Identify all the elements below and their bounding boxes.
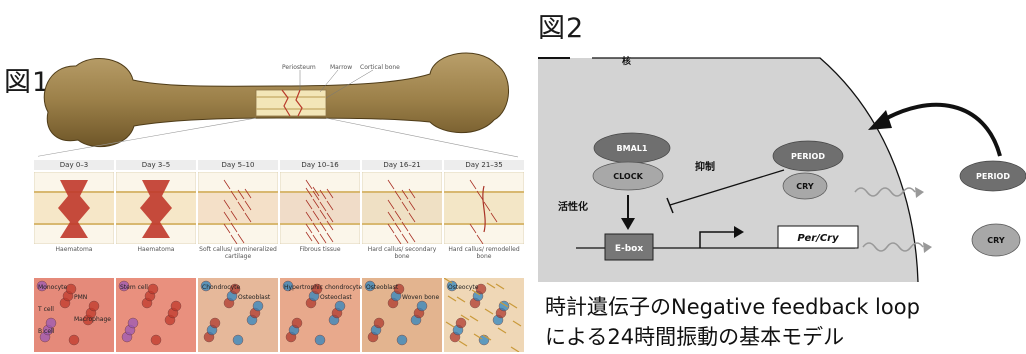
period-label-nucleus: PERIOD: [791, 152, 825, 161]
cell-type-label: Chondrocyte: [202, 284, 240, 291]
cell-type-label: Macrophage: [74, 316, 111, 323]
bmal1-label: BMAL1: [617, 144, 648, 153]
cell-type-label: T cell: [38, 306, 54, 313]
repress-label: 抑制: [695, 160, 715, 173]
cell-type-label: PMN: [74, 294, 87, 301]
caption-line-1: 時計遺伝子のNegative feedback loop: [545, 292, 920, 322]
cell-type-label: Stem cell: [120, 284, 148, 291]
period-label-cytoplasm: PERIOD: [976, 172, 1010, 181]
cell-type-label: Osteoclast: [320, 294, 352, 301]
stage-bone-section: [34, 172, 114, 244]
cell-type-label: Osteocyte: [448, 284, 478, 291]
figure-2-caption: 時計遺伝子のNegative feedback loop による24時間振動の基…: [545, 292, 920, 352]
cell-type-label: Osteoblast: [238, 294, 270, 301]
periosteum-label: Periosteum: [282, 64, 316, 71]
cell-type-label: Woven bone: [402, 294, 439, 301]
stage-name-label: Fibrous tissue: [280, 246, 360, 253]
femur-bone-illustration: [38, 40, 518, 160]
stage-name-label: Haematoma: [116, 246, 196, 253]
stage-day-label: Day 16–21: [362, 160, 442, 170]
stage-bone-section: [116, 172, 196, 244]
gene-label: Per/Cry: [797, 233, 839, 244]
stage-day-label: Day 21–35: [444, 160, 524, 170]
clock-label: CLOCK: [613, 172, 643, 181]
caption-line-2: による24時間振動の基本モデル: [545, 322, 920, 352]
stage-day-label: Day 0–3: [34, 160, 114, 170]
ebox-label: E-box: [615, 244, 644, 254]
cortical-bone-label: Cortical bone: [360, 64, 400, 71]
nucleus-label: 核: [622, 55, 631, 67]
stage-bone-section: [362, 172, 442, 244]
stage-name-label: Soft callus/ unmineralized cartilage: [198, 246, 278, 260]
activate-label: 活性化: [558, 200, 588, 213]
stage-day-label: Day 10–16: [280, 160, 360, 170]
stage-name-label: Hard callus/ secondary bone: [362, 246, 442, 260]
stage-bone-section: [198, 172, 278, 244]
cell-type-label: Hypertrophic chondrocyte: [284, 284, 362, 291]
stage-bone-section: [280, 172, 360, 244]
marrow-label: Marrow: [330, 64, 352, 71]
cry-label-cytoplasm: CRY: [987, 236, 1005, 245]
cell-type-label: B cell: [38, 328, 54, 335]
stage-day-label: Day 5–10: [198, 160, 278, 170]
stage-bone-section: [444, 172, 524, 244]
cry-label-nucleus: CRY: [796, 182, 814, 191]
cell-type-label: Osteoblast: [366, 284, 398, 291]
stage-name-label: Hard callus/ remodelled bone: [444, 246, 524, 260]
stage-name-label: Haematoma: [34, 246, 114, 253]
cell-type-label: Monocyte: [38, 284, 67, 291]
stage-day-label: Day 3–5: [116, 160, 196, 170]
